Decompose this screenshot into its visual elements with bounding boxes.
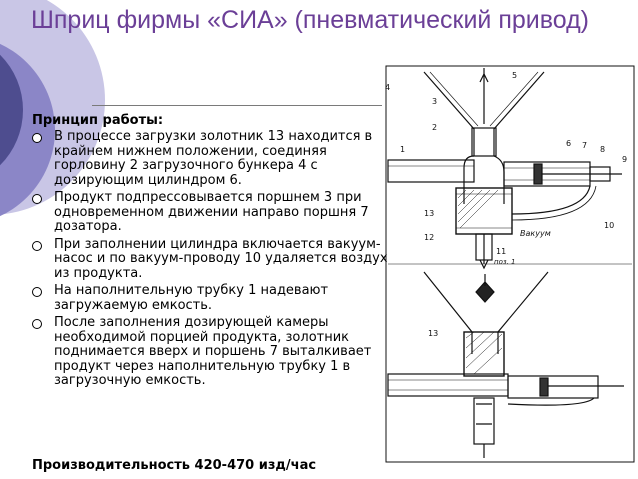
valve-neck bbox=[471, 127, 497, 157]
elbow-channel bbox=[463, 155, 505, 204]
label-7: 7 bbox=[582, 141, 587, 150]
dosing-cylinder-lower bbox=[507, 375, 599, 399]
bullet-icon bbox=[32, 194, 42, 204]
label-9: 9 bbox=[622, 155, 627, 164]
label-6: 6 bbox=[566, 139, 571, 148]
rod-arrow bbox=[479, 72, 489, 83]
label-8: 8 bbox=[600, 145, 605, 154]
list-item: При заполнении цилиндра включается вакуу… bbox=[32, 236, 392, 282]
label-3: 3 bbox=[432, 97, 437, 106]
label-1: 1 bbox=[400, 145, 405, 154]
position-label: поз. 1 bbox=[494, 258, 516, 266]
hatching bbox=[457, 189, 499, 229]
vacuum-label: Вакуум bbox=[520, 229, 551, 238]
label-4: 4 bbox=[385, 83, 390, 92]
list-item-text: На наполнительную трубку 1 надевают загр… bbox=[54, 283, 329, 313]
label-12: 12 bbox=[424, 233, 434, 242]
bullet-icon bbox=[32, 319, 42, 329]
list-item-text: После заполнения дозирующей камеры необх… bbox=[54, 315, 372, 388]
label-11: 11 bbox=[496, 247, 506, 256]
bullet-icon bbox=[32, 287, 42, 297]
list-item-text: Продукт подпрессовывается поршнем 3 при … bbox=[54, 190, 369, 234]
technical-drawing: 5 4 3 2 1 6 7 8 9 13 12 11 10 Вакуум поз… bbox=[384, 64, 636, 464]
dosing-piston-lower bbox=[539, 377, 549, 397]
label-5: 5 bbox=[512, 71, 517, 80]
productivity-text: Производительность 420-470 изд/час bbox=[32, 458, 317, 473]
list-item-text: При заполнении цилиндра включается вакуу… bbox=[54, 236, 388, 281]
section-heading: Принцип работы: bbox=[32, 113, 164, 128]
page-title: Шприц фирмы «СИА» (пневматический привод… bbox=[30, 6, 590, 34]
piston-head-lower bbox=[475, 281, 495, 303]
label-10: 10 bbox=[604, 221, 614, 230]
vacuum-line-lower bbox=[507, 397, 595, 406]
bullet-icon bbox=[32, 133, 42, 143]
bullet-list: В процессе загрузки золотник 13 находитс… bbox=[32, 129, 392, 392]
list-item: Продукт подпрессовывается поршнем 3 при … bbox=[32, 190, 392, 235]
list-item-text: В процессе загрузки золотник 13 находитс… bbox=[54, 129, 373, 188]
filling-tube-lower bbox=[387, 373, 509, 397]
label-13: 13 bbox=[424, 209, 434, 218]
bullet-icon bbox=[32, 240, 42, 251]
hopper-inner bbox=[429, 71, 539, 127]
deco-circle-dark bbox=[0, 54, 23, 166]
list-item: На наполнительную трубку 1 надевают загр… bbox=[32, 283, 392, 313]
drawing-frame bbox=[385, 65, 635, 463]
filling-tube bbox=[387, 159, 475, 183]
list-item: После заполнения дозирующей камеры необх… bbox=[32, 315, 392, 389]
label-2: 2 bbox=[432, 123, 437, 132]
hopper-funnel bbox=[423, 71, 545, 156]
vacuum-line bbox=[511, 185, 591, 215]
spool-stem-lower bbox=[473, 397, 495, 445]
cylinder-end bbox=[589, 166, 611, 182]
decorative-circles bbox=[0, 0, 120, 479]
dosing-piston bbox=[533, 163, 543, 185]
title-divider bbox=[92, 105, 382, 106]
label-13-lower: 13 bbox=[428, 329, 438, 338]
list-item: В процессе загрузки золотник 13 находитс… bbox=[32, 129, 392, 188]
